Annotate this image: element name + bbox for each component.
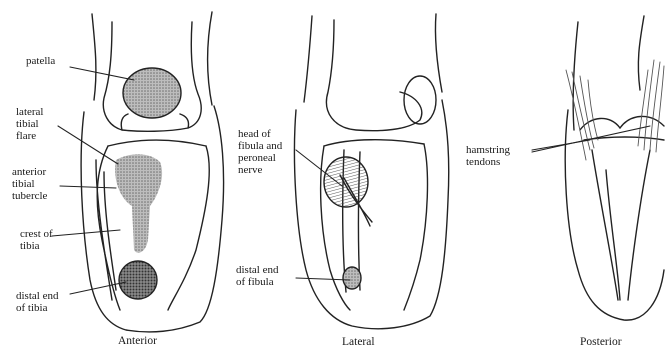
label-distal-end-of-fibula: distal end of fibula — [236, 264, 278, 288]
label-hamstring-tendons: hamstring tendons — [466, 144, 510, 168]
label-lateral-tibial-flare: lateral tibial flare — [16, 106, 43, 142]
caption-posterior: Posterior — [580, 336, 622, 348]
anterior-view — [81, 12, 223, 332]
lateral-view — [294, 14, 448, 329]
label-patella: patella — [26, 55, 55, 67]
label-distal-end-of-tibia: distal end of tibia — [16, 290, 58, 314]
posterior-view — [565, 16, 664, 320]
caption-anterior: Anterior — [118, 335, 157, 347]
label-anterior-tibial-tubercle: anterior tibial tubercle — [12, 166, 47, 202]
label-head-of-fibula: head of fibula and peroneal nerve — [238, 128, 282, 176]
label-crest-of-tibia: crest of tibia — [20, 228, 53, 252]
caption-lateral: Lateral — [342, 336, 375, 348]
